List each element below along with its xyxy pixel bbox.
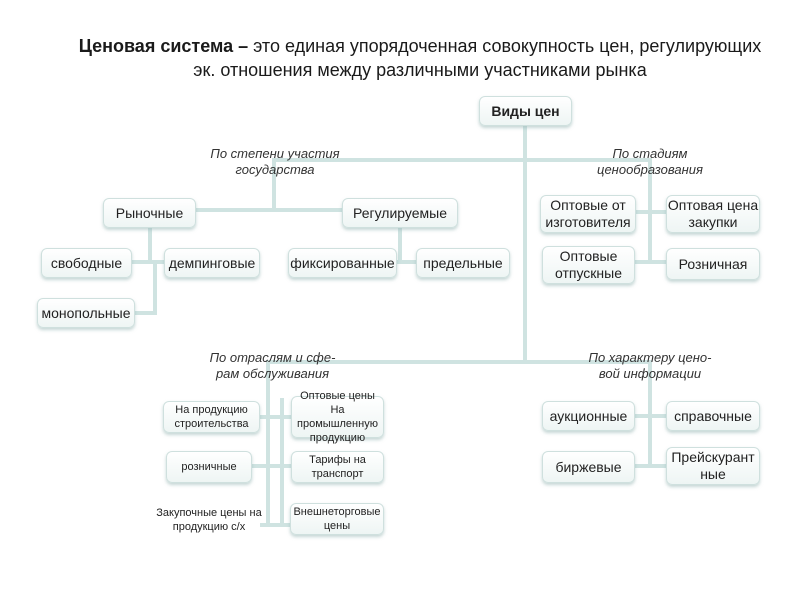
category-industries-line1: По отраслям и сфе- xyxy=(209,350,336,365)
node-wholesale-release: Оптовые отпускные xyxy=(542,246,635,284)
title-term: Ценовая система – xyxy=(78,36,249,56)
category-stages-line1: По стадиям xyxy=(612,146,688,161)
node-agri: Закупочные цены на продукцию с/х xyxy=(156,507,262,533)
node-free: свободные xyxy=(41,248,132,278)
category-state-line2: государства xyxy=(235,162,315,177)
node-industry-retail: розничные xyxy=(166,451,252,483)
root-node: Виды цен xyxy=(479,96,572,126)
category-info: По характеру цено- вой информации xyxy=(560,350,740,382)
category-info-line1: По характеру цено- xyxy=(588,350,712,365)
title-definition: это единая упорядоченная совокупность це… xyxy=(193,36,762,80)
node-construction: На продукцию строительства xyxy=(163,401,260,433)
category-state: По степени участия государства xyxy=(170,146,380,178)
category-industries: По отраслям и сфе- рам обслуживания xyxy=(170,350,375,382)
category-state-line1: По степени участия xyxy=(210,146,340,161)
node-monopoly: монопольные xyxy=(37,298,135,328)
node-wholesale-maker: Оптовые от изготовителя xyxy=(540,195,636,233)
node-auction: аукционные xyxy=(542,401,635,431)
category-industries-line2: рам обслуживания xyxy=(215,366,330,381)
node-regulated: Регулируемые xyxy=(342,198,458,228)
node-reference: справочные xyxy=(666,401,760,431)
node-market: Рыночные xyxy=(103,198,196,228)
node-fixed: фиксированные xyxy=(288,248,397,278)
category-stages-line2: ценообразования xyxy=(597,162,703,177)
node-wholesale-industry: Оптовые цены На промышленную продукцию xyxy=(291,390,384,444)
node-limit: предельные xyxy=(416,248,510,278)
category-info-line2: вой информации xyxy=(598,366,702,381)
node-wholesale-purchase: Оптовая цена закупки xyxy=(666,195,760,233)
node-exchange: биржевые xyxy=(542,451,635,483)
category-stages: По стадиям ценообразования xyxy=(570,146,730,178)
node-stage-retail: Розничная xyxy=(666,248,760,280)
node-pricelist: Прейскурант ные xyxy=(666,447,760,485)
page-title: Ценовая система – это единая упорядоченн… xyxy=(70,34,770,82)
node-transport: Тарифы на транспорт xyxy=(291,451,384,483)
node-foreign: Внешнеторговые цены xyxy=(290,503,384,535)
node-dumping: демпинговые xyxy=(164,248,260,278)
